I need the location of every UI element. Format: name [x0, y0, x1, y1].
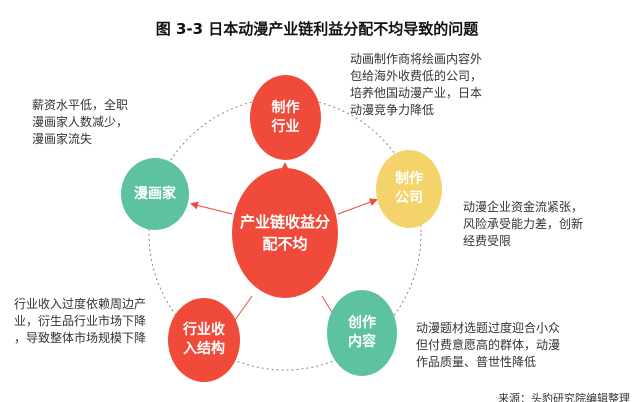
node-production-industry: 制作 行业: [250, 75, 321, 160]
note-manga-artist: 薪资水平低，全职 漫画家人数减少， 漫画家流失: [32, 98, 129, 146]
note-industry-income: 行业收入过度依赖周边产 业，衍生品行业市场下降 ，导致整体市场规模下降: [14, 297, 147, 345]
center-node: 产业链收益分 配不均: [232, 168, 338, 298]
node-production-company: 制作 公司: [376, 150, 442, 228]
arrow-to-manga-artist: [190, 201, 233, 215]
node-industry-income: 行业收 入结构: [168, 298, 240, 382]
note-creative-content: 动漫题材选题过度迎合小众 但付费意愿高的群体，动漫 作品质量、普世性降低: [416, 321, 561, 369]
note-production-company: 动漫企业资金流紧张， 风险承受能力差，创新 经费受限: [463, 200, 584, 248]
note-production-industry: 动画制作商将绘画内容外 包给海外收费低的公司， 培养他国动漫产业，日本 动漫竞争…: [350, 52, 483, 117]
arrow-to-production-company: [337, 198, 378, 215]
node-creative-content: 创作 内容: [327, 290, 397, 376]
node-manga-artist: 漫画家: [121, 158, 189, 230]
figure-title: 图 3-3 日本动漫产业链利益分配不均导致的问题: [155, 20, 479, 38]
source-note: 来源：头豹研究院编辑整理: [498, 392, 630, 402]
